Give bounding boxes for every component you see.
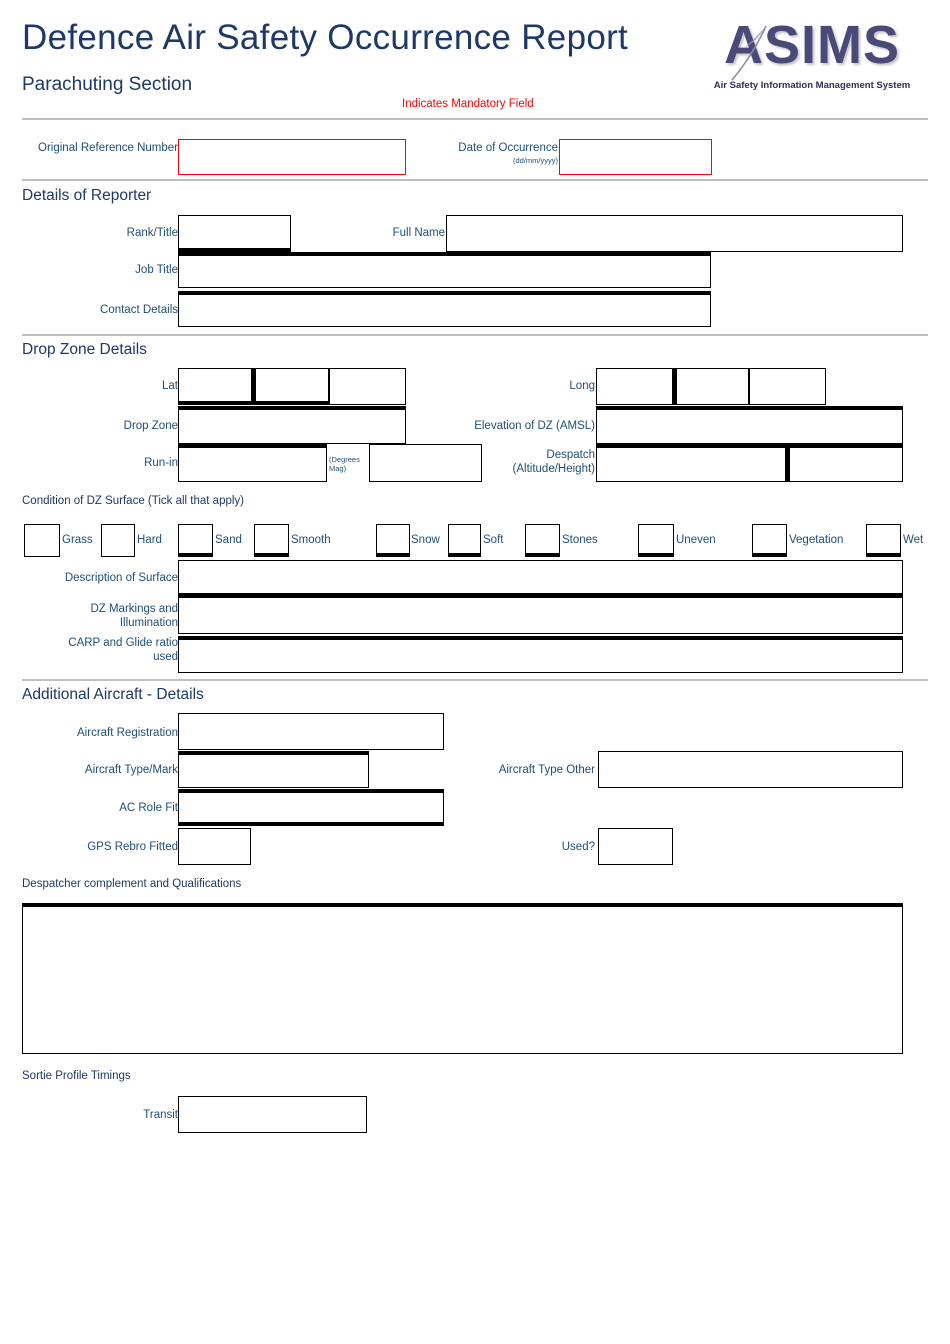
lat-minutes-input[interactable] <box>255 368 329 405</box>
original-reference-number-input[interactable] <box>178 139 406 175</box>
asims-logo-wordmark: ASIMS <box>723 15 901 75</box>
used-input[interactable] <box>598 828 673 865</box>
carp-glide-ratio-label-line1: CARP and Glide ratio <box>68 637 178 649</box>
ac-role-fit-input[interactable] <box>178 789 444 826</box>
sortie-profile-timings-heading: Sortie Profile Timings <box>22 1070 131 1082</box>
full-name-label: Full Name <box>392 227 445 239</box>
carp-glide-ratio-label: CARP and Glide ratio used <box>20 636 178 664</box>
elevation-of-dz-label: Elevation of DZ (AMSL) <box>474 420 595 432</box>
dz-markings-input[interactable] <box>178 597 903 634</box>
section-heading-additional-aircraft: Additional Aircraft - Details <box>22 686 204 703</box>
date-of-occurrence-label: Date of Occurrence <box>458 142 558 154</box>
dz-surface-heading: Condition of DZ Surface (Tick all that a… <box>22 495 244 507</box>
long-minutes-input[interactable] <box>676 368 749 405</box>
checkbox-snow[interactable] <box>376 524 410 557</box>
aircraft-type-mark-label: Aircraft Type/Mark <box>84 764 178 776</box>
full-name-input[interactable] <box>446 215 903 252</box>
gps-rebro-fitted-label: GPS Rebro Fitted <box>87 841 178 853</box>
checkbox-soft[interactable] <box>448 524 481 557</box>
job-title-label: Job Title <box>135 264 178 276</box>
ac-role-fit-label: AC Role Fit <box>119 802 178 814</box>
transit-label: Transit <box>143 1109 178 1121</box>
page-subtitle: Parachuting Section <box>22 74 193 95</box>
dz-markings-label: DZ Markings and Illumination <box>20 602 178 630</box>
elevation-of-dz-input[interactable] <box>596 406 903 444</box>
checkbox-label-vegetation: Vegetation <box>789 534 844 546</box>
divider-top-fields <box>22 179 928 181</box>
despatch-label: Despatch (Altitude/Height) <box>440 448 595 476</box>
carp-glide-ratio-label-line2: used <box>153 651 178 663</box>
aircraft-type-other-input[interactable] <box>598 751 903 788</box>
gps-rebro-fitted-input[interactable] <box>178 828 251 865</box>
run-in-input[interactable] <box>178 444 327 482</box>
checkbox-label-smooth: Smooth <box>291 534 331 546</box>
run-in-label: Run-in <box>144 457 178 469</box>
despatch-height-input[interactable] <box>789 444 903 482</box>
date-of-occurrence-input[interactable] <box>559 139 712 175</box>
checkbox-uneven[interactable] <box>638 524 674 557</box>
checkbox-label-grass: Grass <box>62 534 93 546</box>
long-degrees-input[interactable] <box>596 368 676 405</box>
rank-title-label: Rank/Title <box>126 227 178 239</box>
despatcher-textarea[interactable] <box>22 903 903 1054</box>
despatch-altitude-input[interactable] <box>596 444 789 482</box>
despatch-label-line2: (Altitude/Height) <box>512 463 595 475</box>
contact-details-input[interactable] <box>178 291 711 327</box>
checkbox-label-snow: Snow <box>411 534 440 546</box>
aircraft-type-mark-input[interactable] <box>178 751 369 788</box>
transit-input[interactable] <box>178 1096 367 1133</box>
mandatory-field-note: Indicates Mandatory Field <box>402 98 534 110</box>
checkbox-hard[interactable] <box>101 524 135 557</box>
page-title: Defence Air Safety Occurrence Report <box>22 18 629 57</box>
run-in-secondary-input[interactable] <box>369 444 482 482</box>
aircraft-registration-label: Aircraft Registration <box>77 727 178 739</box>
lat-degrees-input[interactable] <box>178 368 255 405</box>
dz-markings-label-line1: DZ Markings and <box>90 603 178 615</box>
despatcher-heading: Despatcher complement and Qualifications <box>22 878 242 890</box>
job-title-input[interactable] <box>178 252 711 288</box>
divider-reporter <box>22 334 928 336</box>
checkbox-label-sand: Sand <box>215 534 242 546</box>
checkbox-vegetation[interactable] <box>752 524 787 557</box>
drop-zone-input[interactable] <box>178 406 406 444</box>
checkbox-smooth[interactable] <box>254 524 289 557</box>
checkbox-label-hard: Hard <box>137 534 162 546</box>
divider-dz-surface <box>22 679 928 681</box>
description-of-surface-label: Description of Surface <box>64 572 178 584</box>
aircraft-type-other-label: Aircraft Type Other <box>498 764 595 776</box>
asims-logo-tagline: Air Safety Information Management System <box>713 80 911 91</box>
checkbox-sand[interactable] <box>178 524 213 557</box>
divider-header <box>22 118 928 120</box>
description-of-surface-input[interactable] <box>178 560 903 597</box>
checkbox-stones[interactable] <box>525 524 560 557</box>
carp-glide-ratio-input[interactable] <box>178 636 903 673</box>
run-in-units-label: (Degrees Mag) <box>329 455 360 473</box>
date-of-occurrence-format-hint: (dd/mm/yyyy) <box>513 156 558 165</box>
long-seconds-input[interactable] <box>749 368 826 405</box>
section-heading-drop-zone-details: Drop Zone Details <box>22 341 147 358</box>
checkbox-wet[interactable] <box>866 524 901 557</box>
asims-logo: ASIMS Air Safety Information Management … <box>706 14 918 102</box>
checkbox-label-soft: Soft <box>483 534 504 546</box>
checkbox-label-stones: Stones <box>562 534 598 546</box>
checkbox-grass[interactable] <box>24 524 60 557</box>
lat-seconds-input[interactable] <box>329 368 406 405</box>
long-label: Long <box>569 380 595 392</box>
checkbox-label-wet: Wet <box>903 534 924 546</box>
aircraft-registration-input[interactable] <box>178 713 444 750</box>
dz-markings-label-line2: Illumination <box>119 617 178 629</box>
despatch-label-line1: Despatch <box>546 449 595 461</box>
checkbox-label-uneven: Uneven <box>676 534 716 546</box>
contact-details-label: Contact Details <box>100 304 178 316</box>
drop-zone-label: Drop Zone <box>123 420 178 432</box>
original-reference-number-label: Original Reference Number <box>38 142 178 154</box>
lat-label: Lat <box>162 380 178 392</box>
section-heading-details-of-reporter: Details of Reporter <box>22 187 152 204</box>
used-label: Used? <box>561 841 595 853</box>
rank-title-input[interactable] <box>178 215 291 252</box>
